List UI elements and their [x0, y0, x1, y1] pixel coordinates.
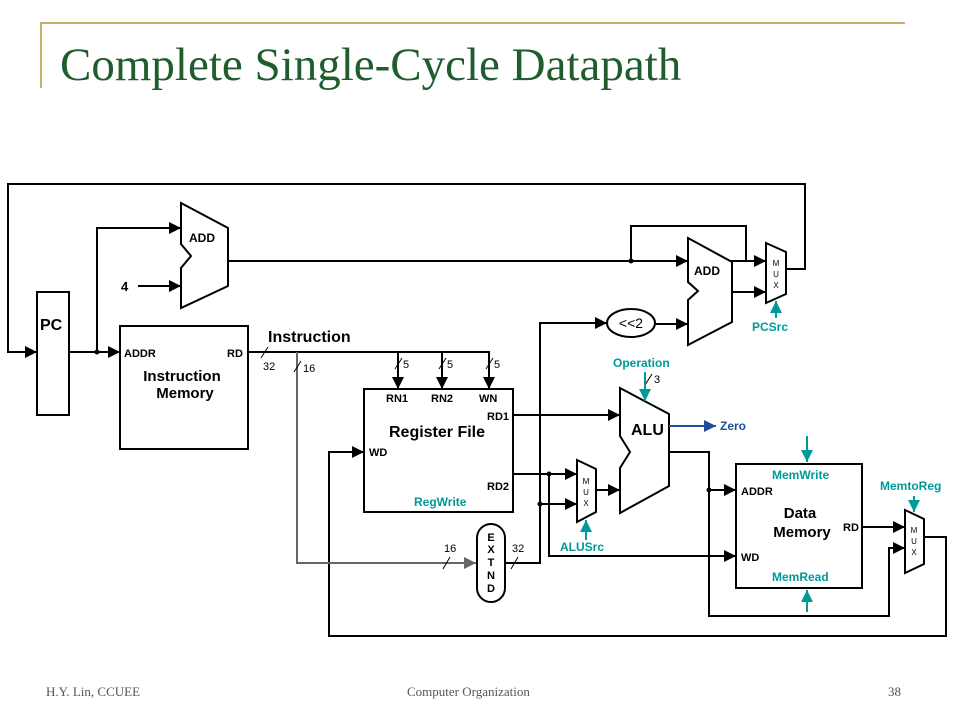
wire-rd2-to-dmem-wd — [548, 474, 736, 562]
instruction-bus-label: Instruction — [268, 329, 351, 346]
zero-label: Zero — [720, 419, 746, 433]
junction-alu — [706, 487, 712, 493]
wire-extend-out — [504, 498, 577, 564]
memread-label: MemRead — [772, 570, 829, 584]
page-title: Complete Single-Cycle Datapath — [60, 39, 682, 91]
adder-branch-label: ADD — [694, 264, 720, 278]
operation-width: 3 — [654, 374, 660, 386]
wire-pc-loop — [7, 183, 806, 358]
memtoreg-label: MemtoReg — [880, 479, 941, 493]
footer-author: H.Y. Lin, CCUEE — [46, 684, 141, 699]
footer-course: Computer Organization — [407, 684, 530, 699]
wn-width: 5 — [494, 359, 500, 371]
instruction-memory — [119, 325, 249, 450]
wire-extend-to-shift — [539, 317, 607, 504]
adder-branch — [687, 236, 733, 347]
dmem-addr-label: ADDR — [741, 486, 773, 498]
pc-mux-x: X — [773, 281, 779, 290]
imem-addr-label: ADDR — [124, 348, 156, 360]
junction-pc4 — [628, 258, 634, 264]
pc-register — [36, 291, 70, 416]
regfile-wd: WD — [369, 447, 387, 459]
extend-in-width: 16 — [444, 543, 456, 555]
wire-pc-to-add1 — [96, 222, 181, 352]
regwrite-label: RegWrite — [414, 495, 467, 509]
shift-left-2 — [606, 308, 656, 338]
regfile-rn1: RN1 — [386, 393, 408, 405]
junction-extend — [537, 501, 543, 507]
pc-label: PC — [40, 317, 63, 334]
extend-letter-t: T — [488, 557, 495, 569]
pc-mux-u: U — [773, 270, 779, 279]
data-memory — [735, 463, 863, 589]
sign-extend-unit — [476, 523, 506, 603]
junctions — [94, 258, 712, 507]
wire-pc4-to-add2 — [630, 225, 747, 261]
extend-letter-d: D — [487, 583, 495, 595]
dmem-rd-label: RD — [843, 522, 859, 534]
extend-letter-x: X — [487, 544, 495, 556]
junction-pc — [94, 349, 100, 355]
pcsrc-mux — [765, 241, 787, 305]
adder-pc4 — [180, 201, 229, 310]
alu-mux-x: X — [583, 499, 589, 508]
wire-alu-result — [669, 451, 736, 496]
alu-mux-u: U — [583, 488, 589, 497]
pc-mux-m: M — [773, 259, 780, 268]
footer-page-number: 38 — [888, 684, 901, 699]
adder-pc4-label: ADD — [189, 231, 215, 245]
dmem-name-line2: Memory — [773, 524, 831, 541]
bus-width-16: 16 — [303, 363, 315, 375]
memwrite-label: MemWrite — [772, 468, 829, 482]
wb-mux-u: U — [911, 537, 917, 546]
imem-name-line1: Instruction — [143, 368, 221, 385]
alu-label: ALU — [631, 422, 664, 439]
wire-alu-bypass — [708, 490, 905, 617]
regfile-rd2: RD2 — [487, 481, 509, 493]
extend-out-width: 32 — [512, 543, 524, 555]
rn2-width: 5 — [447, 359, 453, 371]
operation-label: Operation — [613, 356, 670, 370]
bus-slashes — [260, 346, 653, 570]
dmem-name-line1: Data — [784, 505, 817, 522]
regfile-wn: WN — [479, 393, 497, 405]
shift-label: <<2 — [619, 315, 643, 331]
alu-mux-m: M — [583, 477, 590, 486]
regfile-rn2: RN2 — [431, 393, 453, 405]
rn1-width: 5 — [403, 359, 409, 371]
regfile-rd1: RD1 — [487, 411, 509, 423]
imem-name-line2: Memory — [156, 385, 214, 402]
extend-letter-e: E — [487, 532, 494, 544]
alu — [619, 386, 670, 515]
alusrc-label: ALUSrc — [560, 540, 604, 554]
slide-frame-top — [40, 22, 905, 24]
slide-frame-left — [40, 22, 42, 88]
extend-letter-n: N — [487, 570, 495, 582]
imem-rd-label: RD — [227, 348, 243, 360]
junction-rd2 — [546, 471, 552, 477]
wb-mux-m: M — [911, 526, 918, 535]
register-file — [363, 388, 514, 513]
dmem-wd-label: WD — [741, 552, 759, 564]
regfile-name: Register File — [389, 424, 485, 441]
wire-imm16 — [296, 352, 476, 569]
alusrc-mux — [576, 458, 597, 524]
bus-width-32: 32 — [263, 361, 275, 373]
const-4-label: 4 — [121, 279, 129, 294]
memtoreg-mux — [904, 508, 925, 575]
wire-writeback — [328, 446, 947, 637]
pcsrc-label: PCSrc — [752, 320, 788, 334]
wb-mux-x: X — [911, 548, 917, 557]
